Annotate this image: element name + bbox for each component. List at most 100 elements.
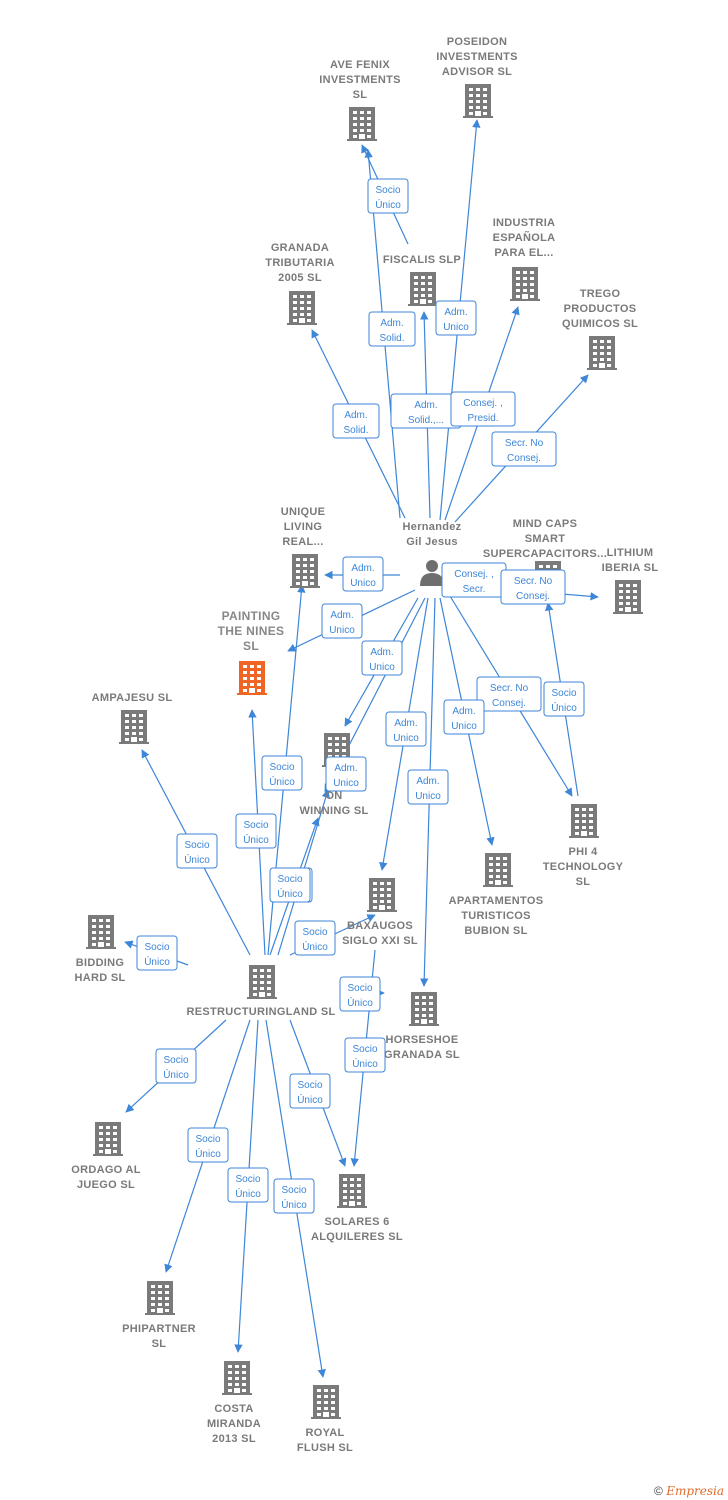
- company-label[interactable]: INDUSTRIA: [493, 217, 556, 229]
- company-label[interactable]: ON: [325, 790, 342, 802]
- company-label[interactable]: MIND CAPS: [513, 518, 577, 530]
- company-node-unique[interactable]: UNIQUE LIVING REAL...: [281, 506, 326, 588]
- company-node-phipartner[interactable]: PHIPARTNER SL: [122, 1281, 196, 1350]
- company-label[interactable]: LIVING: [284, 521, 322, 533]
- company-node-ordago[interactable]: ORDAGO AL JUEGO SL: [71, 1122, 141, 1191]
- edge-label[interactable]: Adm.Unico: [342, 556, 384, 592]
- edge-label[interactable]: Consej. ,Secr.: [441, 562, 507, 598]
- company-label[interactable]: SUPERCAPACITORS...: [483, 548, 607, 560]
- company-label[interactable]: MIRANDA: [207, 1418, 261, 1430]
- company-label[interactable]: BIDDING: [76, 957, 125, 969]
- company-node-bidding[interactable]: BIDDING HARD SL: [75, 915, 126, 984]
- company-label[interactable]: FLUSH SL: [297, 1442, 353, 1454]
- company-node-ampajesu[interactable]: AMPAJESU SL: [92, 692, 173, 744]
- company-label[interactable]: FISCALIS SLP: [383, 254, 461, 266]
- company-label[interactable]: TRIBUTARIA: [265, 257, 334, 269]
- company-label[interactable]: ORDAGO AL: [71, 1164, 141, 1176]
- edge-label[interactable]: Adm.Unico: [385, 711, 427, 747]
- company-label[interactable]: QUIMICOS SL: [562, 318, 638, 330]
- company-label[interactable]: UNIQUE: [281, 506, 326, 518]
- edge-label[interactable]: Adm.Solid.: [332, 403, 380, 439]
- company-label[interactable]: SL: [152, 1338, 167, 1350]
- company-label[interactable]: SIGLO XXI SL: [342, 935, 418, 947]
- edge-label[interactable]: Adm.Solid.: [368, 311, 416, 347]
- company-label[interactable]: ADVISOR SL: [442, 66, 512, 78]
- edge-label[interactable]: Adm.Unico: [361, 640, 403, 676]
- company-label[interactable]: INVESTMENTS: [319, 74, 401, 86]
- company-label[interactable]: HARD SL: [75, 972, 126, 984]
- company-label[interactable]: HORSESHOE: [386, 1034, 459, 1046]
- person-name[interactable]: Hernandez: [403, 521, 462, 533]
- company-label[interactable]: ALQUILERES SL: [311, 1231, 403, 1243]
- company-label[interactable]: GRANADA: [271, 242, 329, 254]
- edge-label[interactable]: Adm.Unico: [435, 300, 477, 336]
- edge-label[interactable]: Adm.Unico: [443, 699, 485, 735]
- edge-label[interactable]: Adm.Unico: [407, 769, 449, 805]
- company-label[interactable]: ESPAÑOLA: [493, 231, 556, 244]
- company-label[interactable]: 2005 SL: [278, 272, 322, 284]
- company-node-fiscalis[interactable]: FISCALIS SLP: [383, 254, 461, 306]
- company-node-horseshoe[interactable]: HORSESHOE GRANADA SL: [384, 992, 460, 1061]
- company-node-costa[interactable]: COSTA MIRANDA 2013 SL: [207, 1361, 261, 1445]
- company-label[interactable]: WINNING SL: [300, 805, 369, 817]
- company-label[interactable]: PHIPARTNER: [122, 1323, 196, 1335]
- company-node-royal[interactable]: ROYAL FLUSH SL: [297, 1385, 353, 1454]
- company-label[interactable]: THE NINES: [218, 624, 285, 638]
- company-label[interactable]: BUBION SL: [464, 925, 527, 937]
- company-label[interactable]: COSTA: [214, 1403, 253, 1415]
- company-label[interactable]: PARA EL...: [494, 247, 553, 259]
- company-node-phi4[interactable]: PHI 4 TECHNOLOGY SL: [543, 804, 624, 888]
- company-label[interactable]: POSEIDON: [447, 36, 507, 48]
- company-label[interactable]: REAL...: [282, 536, 323, 548]
- company-label[interactable]: JUEGO SL: [77, 1179, 135, 1191]
- company-label[interactable]: SL: [353, 89, 368, 101]
- company-node-trego[interactable]: TREGO PRODUCTOS QUIMICOS SL: [562, 288, 638, 370]
- edge-label[interactable]: Adm.Solid.,...: [390, 393, 462, 429]
- company-label[interactable]: RESTRUCTURINGLAND SL: [187, 1006, 336, 1018]
- company-label[interactable]: PHI 4: [568, 846, 598, 858]
- company-node-industria[interactable]: INDUSTRIA ESPAÑOLA PARA EL...: [493, 217, 556, 301]
- company-label[interactable]: SMART: [525, 533, 566, 545]
- brand-name[interactable]: Empresia: [666, 1484, 724, 1498]
- edge-label[interactable]: Consej. ,Presid.: [450, 391, 516, 427]
- company-label[interactable]: SL: [576, 876, 591, 888]
- company-label[interactable]: IBERIA SL: [602, 562, 659, 574]
- company-label[interactable]: TURISTICOS: [461, 910, 531, 922]
- edge-label[interactable]: Adm.Unico: [325, 756, 367, 792]
- company-label[interactable]: TECHNOLOGY: [543, 861, 624, 873]
- company-node-solares[interactable]: SOLARES 6 ALQUILERES SL: [311, 1174, 403, 1243]
- company-label[interactable]: PRODUCTOS: [564, 303, 637, 315]
- edge-label[interactable]: Adm.Unico: [321, 603, 363, 639]
- person-name[interactable]: Gil Jesus: [406, 536, 458, 548]
- company-label[interactable]: 2013 SL: [212, 1433, 256, 1445]
- company-label[interactable]: SOLARES 6: [324, 1216, 389, 1228]
- company-label[interactable]: GRANADA SL: [384, 1049, 460, 1061]
- company-label[interactable]: ROYAL: [306, 1427, 345, 1439]
- company-label[interactable]: AVE FENIX: [330, 59, 390, 71]
- company-label[interactable]: SL: [243, 639, 259, 653]
- company-label[interactable]: TREGO: [580, 288, 621, 300]
